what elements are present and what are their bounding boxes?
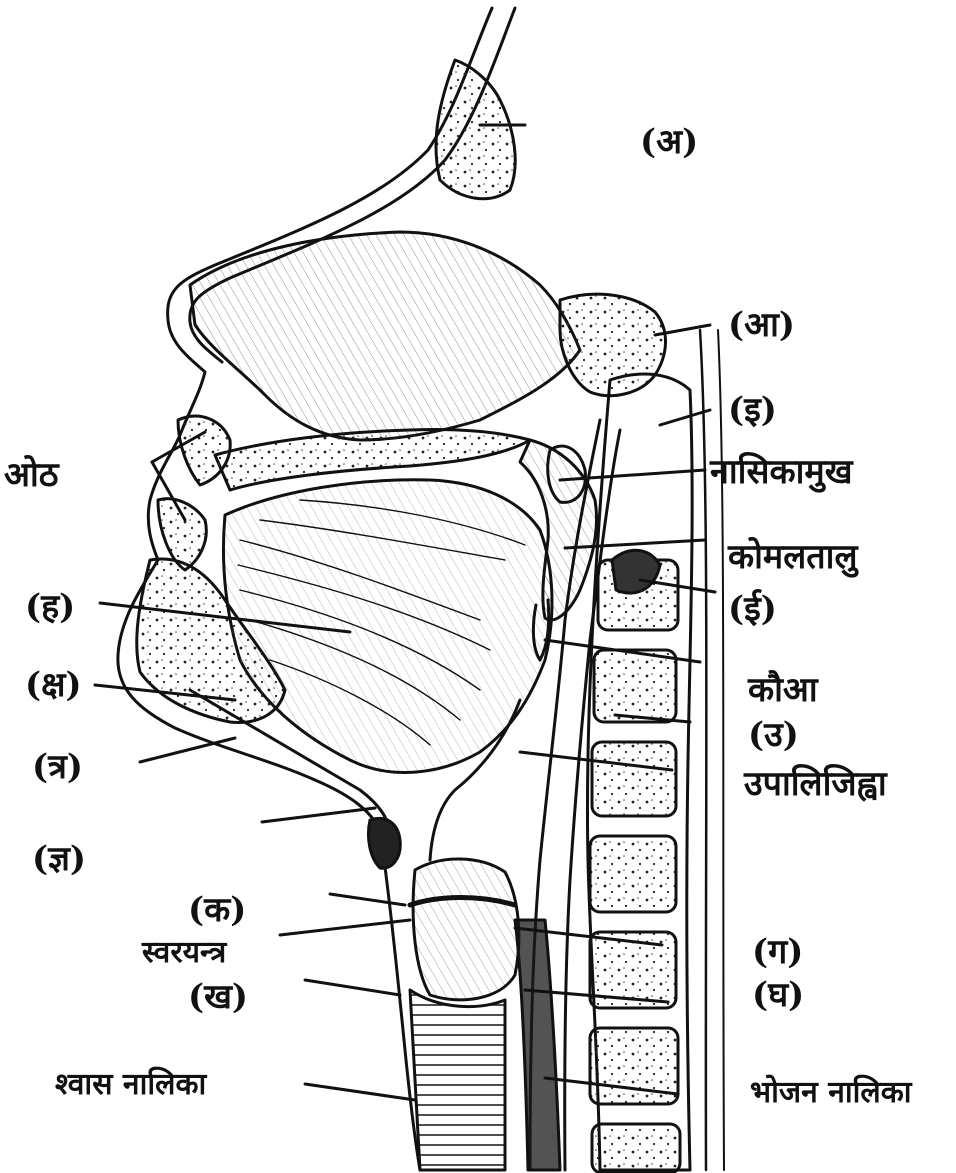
nasal-cavity-outline: [190, 232, 580, 440]
label-naasikaamukh: नासिकामुख: [710, 455, 853, 489]
label-ga: (ग): [752, 935, 803, 969]
label-u: (उ): [748, 718, 799, 752]
label-gha: (घ): [752, 978, 804, 1012]
frontal-bone: [436, 60, 515, 199]
larynx: [413, 859, 519, 1000]
label-shvaas-naalikaa: श्वास नालिका: [55, 1070, 206, 1100]
label-aa: (आ): [728, 308, 795, 342]
oesophagus: [515, 920, 560, 1170]
trachea: [410, 990, 505, 1170]
label-kauaa: कौआ: [748, 673, 818, 707]
label-i: (इ): [728, 393, 777, 427]
label-ka: (क): [188, 893, 246, 927]
label-bhojan-naalikaa: भोजन नालिका: [750, 1078, 912, 1108]
label-kha: (ख): [188, 980, 248, 1014]
label-ha: (ह): [25, 590, 75, 624]
label-tra: (त्र): [32, 750, 83, 784]
label-gya: (ज्ञ): [32, 842, 86, 876]
label-ii: (ई): [728, 592, 777, 626]
hyoid-bone: [368, 818, 400, 868]
label-svarayantra: स्वरयन्त्र: [142, 938, 226, 968]
label-ksha: (क्ष): [25, 668, 82, 702]
spinal-cord-line: [700, 330, 706, 1170]
label-a: (अ): [640, 125, 698, 159]
label-oth: ओठ: [4, 458, 59, 492]
label-komaltaalu: कोमलतालु: [728, 540, 858, 574]
label-upaalijihvaa: उपालिजिह्वा: [744, 767, 887, 801]
